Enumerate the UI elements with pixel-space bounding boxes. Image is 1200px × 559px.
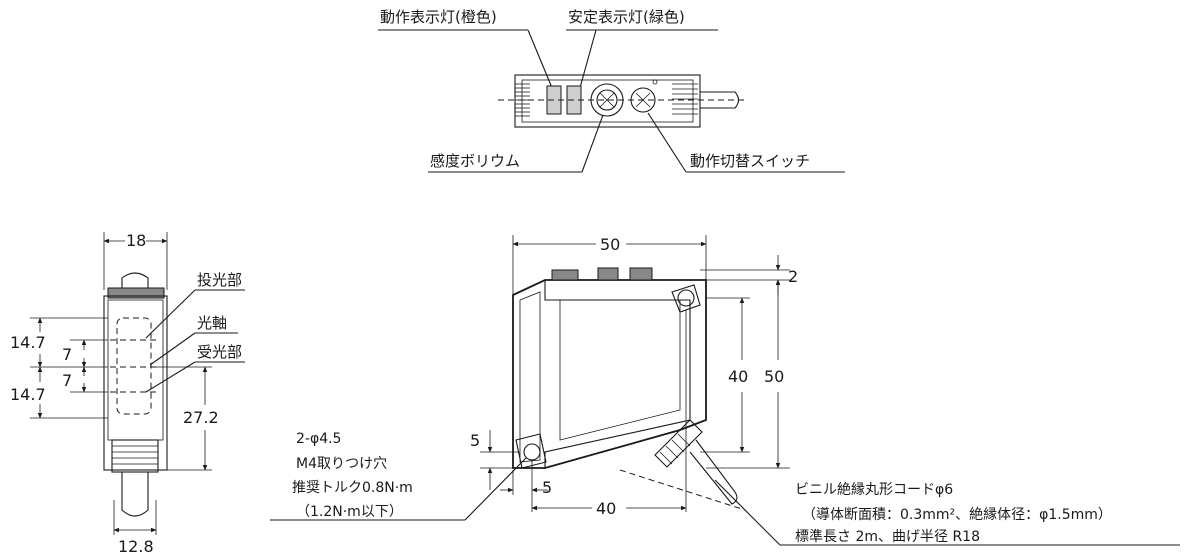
front-body [512,279,707,469]
dim-5-vertical: 5 [470,431,480,450]
mount-note-line4: （1.2N·m以下） [296,504,403,520]
optical-axis-label: 光軸 [197,314,227,332]
cable-note-line3: 標準長さ 2m、曲げ半径 R18 [795,529,980,545]
left-grip [515,83,530,117]
dim-40-horizontal: 40 [596,499,616,518]
sensor-body-top [514,74,701,128]
side-body [103,295,168,471]
dim-width-18: 18 [126,231,146,250]
stability-indicator-label: 安定表示灯(緑色) [568,8,685,26]
side-view [30,232,245,535]
cable-note-line1: ビニル絶縁丸形コードφ6 [795,482,953,498]
dim-27-2: 27.2 [183,408,219,427]
dim-upper-14-7: 14.7 [10,333,46,352]
dim-40-vertical: 40 [728,367,748,386]
top-view [378,29,845,173]
emitter-label: 投光部 [197,271,242,289]
cable-exit [654,419,738,505]
dim-7-lower: 7 [62,371,72,390]
dim-top-50: 50 [600,235,620,254]
sensitivity-adjuster-label: 感度ボリウム [430,152,520,170]
dim-5-horizontal: 5 [542,478,552,497]
right-grip [672,83,698,115]
receiver-label: 受光部 [197,343,242,361]
operation-indicator-label: 動作表示灯(橙色) [380,8,497,26]
dim-50-vertical: 50 [764,367,784,386]
mode-selector-label: 動作切替スイッチ [690,152,810,170]
dim-12-8: 12.8 [118,537,154,556]
dim-2: 2 [788,267,798,286]
mount-note-line1: 2-φ4.5 [296,431,341,447]
dim-lower-14-7: 14.7 [10,385,46,404]
cable-note-line2: （導体断面積：0.3mm²、絶縁体径：φ1.5mm） [802,507,1112,523]
mount-note-line3: 推奨トルク0.8N·m [292,480,413,496]
mount-hole-top [671,284,701,313]
mount-note-line2: M4取りつけ穴 [296,456,387,472]
front-view [270,235,1180,546]
dim-7-upper: 7 [62,345,72,364]
